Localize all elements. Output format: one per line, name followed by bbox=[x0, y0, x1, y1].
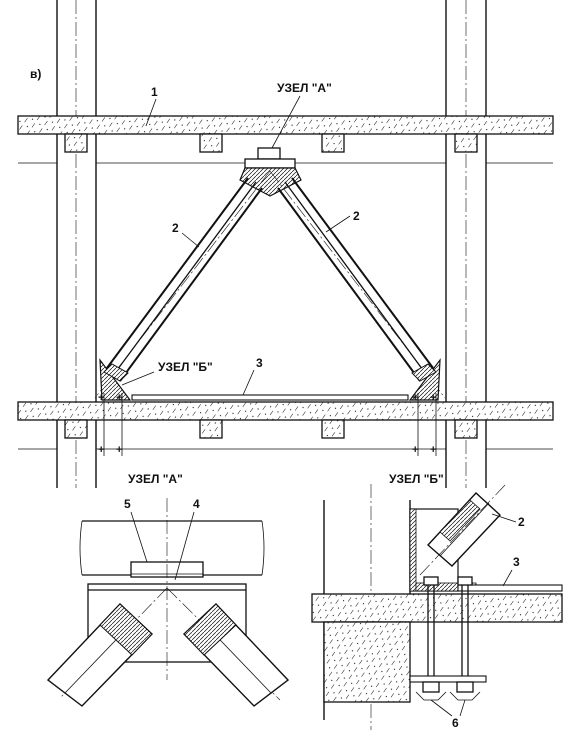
bottom-right-node: + + + + bbox=[408, 358, 441, 456]
bottom-tie bbox=[131, 394, 409, 401]
svg-text:+: + bbox=[412, 392, 418, 404]
callout-2-right: 2 bbox=[353, 209, 360, 223]
detail-b-title: УЗЕЛ "Б" bbox=[389, 472, 444, 486]
detail-a-callout-4: 4 bbox=[193, 497, 200, 511]
svg-text:+: + bbox=[98, 392, 104, 404]
callout-node-b: УЗЕЛ "Б" bbox=[158, 360, 213, 374]
detail-node-b: УЗЕЛ "Б" bbox=[311, 472, 563, 730]
detail-b-callout-6: 6 bbox=[452, 716, 459, 730]
svg-text:+: + bbox=[430, 444, 436, 456]
anchor-bolts bbox=[409, 576, 487, 701]
main-frame-view: + + + + + + + + в) УЗЕЛ "А" 1 2 bbox=[17, 0, 554, 488]
svg-text:+: + bbox=[116, 444, 122, 456]
right-brace bbox=[269, 170, 446, 399]
svg-text:+: + bbox=[430, 392, 436, 404]
panel-letter: в) bbox=[30, 67, 41, 81]
callout-3: 3 bbox=[256, 356, 263, 370]
detail-b-callout-3: 3 bbox=[513, 555, 520, 569]
svg-text:+: + bbox=[412, 444, 418, 456]
svg-text:+: + bbox=[116, 392, 122, 404]
detail-a-title: УЗЕЛ "А" bbox=[128, 472, 183, 486]
main-callouts: в) УЗЕЛ "А" 1 2 2 УЗЕЛ "Б" 3 bbox=[30, 67, 360, 396]
left-brace bbox=[94, 170, 271, 399]
callout-1: 1 bbox=[151, 85, 158, 99]
lower-floor-slab bbox=[17, 401, 554, 450]
bottom-left-node: + + + + bbox=[98, 358, 132, 456]
top-node-plate bbox=[239, 147, 302, 197]
svg-text:+: + bbox=[98, 444, 104, 456]
detail-b-callout-2: 2 bbox=[518, 515, 525, 529]
node-a-title: УЗЕЛ "А" bbox=[277, 81, 332, 95]
detail-a-callout-5: 5 bbox=[124, 497, 131, 511]
detail-node-a: УЗЕЛ "А" 5 4 bbox=[46, 472, 290, 707]
callout-2-left: 2 bbox=[172, 221, 179, 235]
